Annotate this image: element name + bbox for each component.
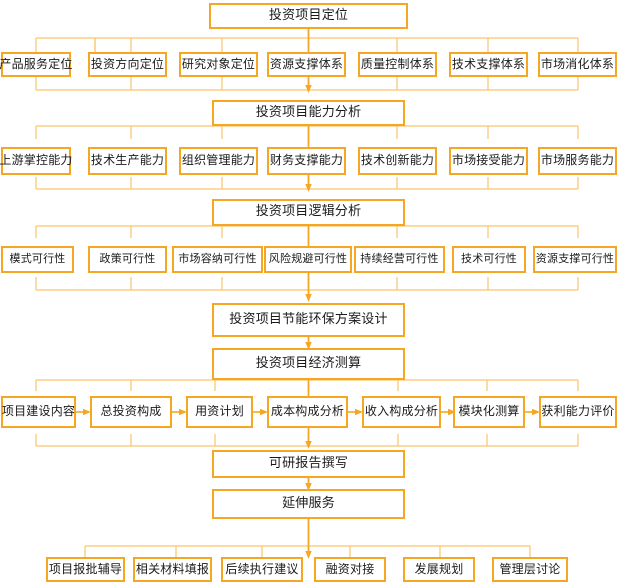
stage-label: 可研报告撰写 bbox=[268, 455, 349, 471]
positioning-item-2[interactable]: 研究对象定位 bbox=[179, 52, 258, 77]
extended-service-item-label: 管理层讨论 bbox=[499, 561, 561, 576]
stage-node-feasibility-report-writing[interactable]: 可研报告撰写 bbox=[212, 450, 405, 478]
economics-item-3[interactable]: 成本构成分析 bbox=[267, 396, 348, 428]
feasibility-item-label: 持续经营可行性 bbox=[360, 252, 439, 266]
stage-label: 投资项目定位 bbox=[268, 7, 349, 23]
capability-item-label: 财务支撑能力 bbox=[269, 153, 344, 168]
economics-item-label: 项目建设内容 bbox=[1, 404, 76, 419]
stage-label: 投资项目经济测算 bbox=[255, 355, 362, 371]
extended-service-item-4[interactable]: 发展规划 bbox=[403, 557, 475, 582]
extended-service-item-3[interactable]: 融资对接 bbox=[314, 557, 386, 582]
extended-service-item-1[interactable]: 相关材料填报 bbox=[133, 557, 212, 582]
positioning-item-label: 产品服务定位 bbox=[0, 56, 73, 71]
positioning-item-3[interactable]: 资源支撑体系 bbox=[267, 52, 346, 77]
capability-item-label: 上游掌控能力 bbox=[0, 153, 73, 168]
economics-item-4[interactable]: 收入构成分析 bbox=[362, 396, 441, 428]
positioning-item-label: 市场消化体系 bbox=[540, 56, 615, 71]
capability-item-label: 技术生产能力 bbox=[90, 153, 165, 168]
stage-node-capability-analysis[interactable]: 投资项目能力分析 bbox=[212, 100, 405, 126]
stage-node-energy-environment-design[interactable]: 投资项目节能环保方案设计 bbox=[212, 303, 405, 337]
extended-service-item-5[interactable]: 管理层讨论 bbox=[492, 557, 568, 582]
positioning-item-1[interactable]: 投资方向定位 bbox=[88, 52, 167, 77]
feasibility-item-2[interactable]: 市场容纳可行性 bbox=[172, 246, 263, 273]
capability-item-label: 组织管理能力 bbox=[181, 153, 256, 168]
capability-item-2[interactable]: 组织管理能力 bbox=[179, 147, 258, 175]
extended-service-item-label: 后续执行建议 bbox=[225, 561, 299, 576]
feasibility-item-label: 技术可行性 bbox=[461, 252, 517, 266]
positioning-item-5[interactable]: 技术支撑体系 bbox=[449, 52, 528, 77]
economics-item-0[interactable]: 项目建设内容 bbox=[1, 396, 76, 428]
extended-service-item-label: 发展规划 bbox=[414, 561, 464, 576]
stage-node-economic-calculation[interactable]: 投资项目经济测算 bbox=[212, 348, 405, 380]
positioning-item-label: 质量控制体系 bbox=[360, 56, 435, 71]
positioning-item-label: 投资方向定位 bbox=[90, 56, 165, 71]
capability-item-5[interactable]: 市场接受能力 bbox=[449, 147, 528, 175]
extended-service-item-0[interactable]: 项目报批辅导 bbox=[46, 557, 125, 582]
capability-item-3[interactable]: 财务支撑能力 bbox=[267, 147, 346, 175]
feasibility-item-label: 政策可行性 bbox=[99, 252, 156, 266]
feasibility-item-0[interactable]: 模式可行性 bbox=[1, 246, 74, 273]
capability-item-label: 技术创新能力 bbox=[360, 153, 435, 168]
extended-service-item-label: 相关材料填报 bbox=[135, 561, 210, 576]
capability-item-label: 市场接受能力 bbox=[451, 153, 526, 168]
capability-item-label: 市场服务能力 bbox=[540, 153, 615, 168]
feasibility-item-6[interactable]: 资源支撑可行性 bbox=[533, 246, 617, 273]
economics-item-label: 总投资构成 bbox=[100, 404, 162, 419]
positioning-item-4[interactable]: 质量控制体系 bbox=[358, 52, 437, 77]
economics-item-label: 收入构成分析 bbox=[364, 404, 439, 419]
feasibility-item-label: 风险规避可行性 bbox=[268, 252, 348, 266]
positioning-item-label: 研究对象定位 bbox=[181, 56, 256, 71]
stage-label: 投资项目能力分析 bbox=[255, 104, 362, 120]
positioning-item-label: 资源支撑体系 bbox=[269, 56, 344, 71]
stage-label: 投资项目节能环保方案设计 bbox=[229, 311, 388, 327]
stage-label: 延伸服务 bbox=[282, 495, 335, 511]
economics-item-2[interactable]: 用资计划 bbox=[186, 396, 253, 428]
feasibility-item-label: 模式可行性 bbox=[9, 252, 66, 266]
positioning-item-6[interactable]: 市场消化体系 bbox=[538, 52, 617, 77]
economics-item-1[interactable]: 总投资构成 bbox=[90, 396, 172, 428]
economics-item-5[interactable]: 模块化测算 bbox=[453, 396, 525, 428]
capability-item-4[interactable]: 技术创新能力 bbox=[358, 147, 437, 175]
positioning-item-0[interactable]: 产品服务定位 bbox=[0, 52, 73, 77]
extended-service-item-label: 项目报批辅导 bbox=[48, 561, 123, 576]
economics-item-label: 模块化测算 bbox=[458, 404, 520, 419]
extended-service-item-label: 融资对接 bbox=[325, 561, 375, 576]
feasibility-item-4[interactable]: 持续经营可行性 bbox=[354, 246, 445, 273]
stage-node-investment-positioning[interactable]: 投资项目定位 bbox=[209, 3, 408, 29]
economics-item-label: 用资计划 bbox=[195, 404, 244, 419]
feasibility-item-1[interactable]: 政策可行性 bbox=[88, 246, 167, 273]
capability-item-0[interactable]: 上游掌控能力 bbox=[0, 147, 73, 175]
capability-item-6[interactable]: 市场服务能力 bbox=[538, 147, 617, 175]
economics-item-label: 成本构成分析 bbox=[270, 404, 345, 419]
feasibility-item-3[interactable]: 风险规避可行性 bbox=[264, 246, 352, 273]
extended-service-item-2[interactable]: 后续执行建议 bbox=[221, 557, 303, 582]
feasibility-item-label: 市场容纳可行性 bbox=[178, 252, 257, 266]
stage-label: 投资项目逻辑分析 bbox=[255, 204, 362, 220]
economics-item-6[interactable]: 获利能力评价 bbox=[539, 396, 617, 428]
capability-item-1[interactable]: 技术生产能力 bbox=[88, 147, 167, 175]
feasibility-item-label: 资源支撑可行性 bbox=[535, 252, 615, 266]
stage-node-extended-service[interactable]: 延伸服务 bbox=[212, 489, 405, 519]
feasibility-item-5[interactable]: 技术可行性 bbox=[452, 246, 526, 273]
stage-node-logic-analysis[interactable]: 投资项目逻辑分析 bbox=[212, 199, 405, 226]
positioning-item-label: 技术支撑体系 bbox=[451, 56, 526, 71]
economics-item-label: 获利能力评价 bbox=[541, 404, 615, 419]
